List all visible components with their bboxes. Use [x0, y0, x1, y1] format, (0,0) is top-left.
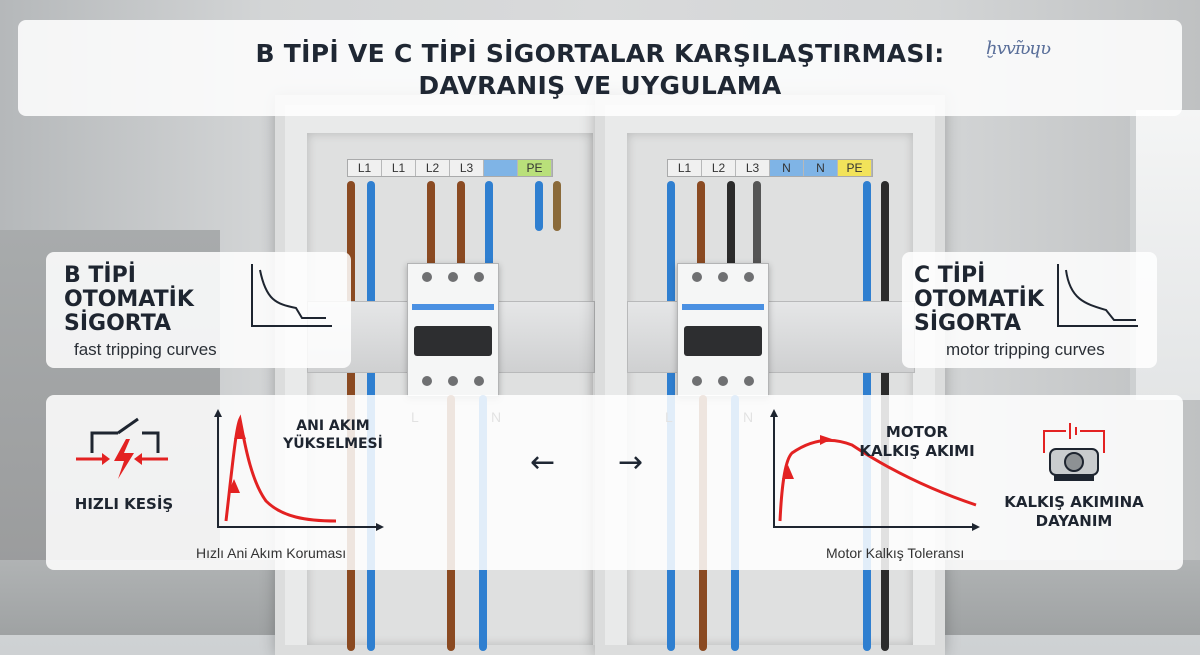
b-type-card: B TİPİ OTOMATİK SİGORTA fast tripping cu…	[46, 252, 351, 368]
terminal-label: N	[770, 160, 804, 176]
switch-lightning-icon	[76, 417, 168, 479]
b-graph-title: ANI AKIM YÜKSELMESİ	[283, 418, 383, 452]
terminal-label: N	[804, 160, 838, 176]
trip-curve-icon	[1057, 264, 1138, 327]
inrush-current-chart	[214, 409, 384, 531]
title-line-1: B TİPİ VE C TİPİ SİGORTALAR KARŞILAŞTIRM…	[255, 39, 945, 68]
terminal-label: L3	[736, 160, 770, 176]
left-distribution-panel: L1 L1 L2 L3 PE L N	[275, 95, 625, 655]
terminal-label: L1	[668, 160, 702, 176]
din-rail	[627, 301, 915, 373]
motor-start-current-chart	[770, 409, 980, 531]
terminal-label: PE	[518, 160, 552, 176]
brown-wire	[457, 181, 465, 291]
arrow-right-icon: →	[618, 445, 644, 480]
brown-wire	[427, 181, 435, 291]
terminal-label: L2	[416, 160, 450, 176]
logo-text: ḫvvɪ̃ʋɥʋ	[986, 38, 1051, 59]
title-banner: B TİPİ VE C TİPİ SİGORTALAR KARŞILAŞTIRM…	[18, 20, 1182, 116]
arrow-left-icon: ←	[530, 445, 556, 480]
terminal-label	[484, 160, 518, 176]
grey-wire	[753, 181, 761, 291]
c-type-card: C TİPİ OTOMATİK SİGORTA motor tripping c…	[902, 252, 1157, 368]
b-caption: Hızlı Ani Akım Koruması	[196, 545, 347, 561]
brown-wire	[697, 181, 705, 291]
right-distribution-panel: L1 L2 L3 N N PE L N	[595, 95, 945, 655]
c-action-label: KALKIŞ AKIMINA DAYANIM	[1004, 493, 1144, 530]
c-type-mcb	[677, 263, 769, 397]
green-yellow-wire	[553, 181, 561, 231]
c-type-name: C TİPİ OTOMATİK SİGORTA	[914, 263, 1044, 336]
terminal-label: PE	[838, 160, 872, 176]
c-graph-title: MOTOR KALKIŞ AKIMI	[859, 423, 975, 460]
page-title: B TİPİ VE C TİPİ SİGORTALAR KARŞILAŞTIRM…	[18, 38, 1182, 102]
motor-icon	[1043, 423, 1105, 481]
b-type-mcb	[407, 263, 499, 397]
b-type-subtitle: fast tripping curves	[74, 340, 217, 359]
black-wire	[727, 181, 735, 291]
c-type-subtitle: motor tripping curves	[946, 340, 1105, 359]
b-type-name: B TİPİ OTOMATİK SİGORTA	[64, 263, 194, 336]
trip-curve-icon	[251, 264, 332, 327]
comparison-panel: HIZLI KESİŞ ANI AKIM YÜKSELMESİ Hızlı An…	[46, 395, 1183, 570]
left-terminal-block: L1 L1 L2 L3 PE	[347, 159, 553, 177]
brand-logo: ḫvvɪ̃ʋɥʋ	[986, 38, 1116, 66]
title-line-2: DAVRANIŞ VE UYGULAMA	[418, 71, 782, 100]
terminal-label: L3	[450, 160, 484, 176]
blue-wire	[485, 181, 493, 291]
c-caption: Motor Kalkış Toleransı	[826, 545, 965, 561]
right-terminal-block: L1 L2 L3 N N PE	[667, 159, 873, 177]
terminal-label: L2	[702, 160, 736, 176]
blue-wire	[535, 181, 543, 231]
b-action-label: HIZLI KESİŞ	[74, 495, 174, 513]
terminal-label: L1	[348, 160, 382, 176]
terminal-label: L1	[382, 160, 416, 176]
